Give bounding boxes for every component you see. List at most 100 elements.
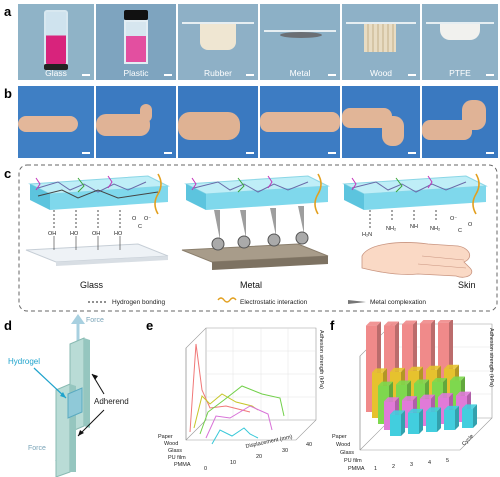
hand [382,116,404,146]
skin-nh: NH [410,224,418,230]
caption-plastic: Plastic [123,68,149,78]
dashed-frame [18,164,498,312]
scale-bar [328,74,336,76]
chart-adhesion-vs-displacement: Paper Wood Glass PU film PMMA 0 10 20 30… [158,327,324,472]
3d-gridlines [206,328,316,420]
wood-sample [364,24,396,52]
caption-wood: Wood [369,68,393,78]
panel-label-a: a [4,4,12,19]
legend-electrostatic-swatch [217,297,237,303]
x-tick-40: 40 [306,442,312,448]
material-label-paper: Paper [332,434,347,440]
skin-carboxyl-o: O [468,222,473,228]
series-pu-film [205,405,273,439]
cycle-tick-5: 5 [446,458,449,464]
arm [260,112,340,132]
photo-wrist-bent-up [422,86,498,158]
wood-film [346,22,416,24]
ptfe-film [426,22,494,24]
bar-pmma-cycle-4 [444,405,459,430]
hydrogel-block-skin [342,175,488,210]
series-pmma [211,427,259,445]
plastic-vial [124,20,148,64]
panel-label-c: c [4,166,12,181]
adherend-label: Adherend [94,397,129,406]
cycle-tick-4: 4 [428,460,431,466]
x-axis-label: Cycle [461,433,475,447]
photo-wrist-bent-down [342,86,420,158]
scale-bar [408,74,416,76]
material-label-pu-film: PU film [344,458,362,464]
photo-plastic: Plastic [96,4,176,80]
y-axis-label: Adhesion strength (kPa) [318,330,324,389]
lap-shear-schematic: Force Force Hydrogel Adherend [8,314,129,477]
bar-pmma-cycle-1 [390,410,405,436]
bar-pmma-cycle-2 [408,408,423,434]
skin-h2n: H₂N [362,232,372,238]
caption-glass: Glass [45,68,67,78]
substrate-label-skin: Skin [458,280,476,290]
bar-group [366,320,477,436]
photo-wrist-straight [260,86,340,158]
glass-oh-1: OH [48,231,56,237]
y-axis-label: Adhesion strength (kPa) [488,328,494,387]
arm [422,120,472,140]
mechanism-legend: Hydrogen bonding Electrostatic interacti… [88,297,426,306]
hydrogel-block-glass [28,175,170,210]
rubber-sample [200,24,236,50]
series-label-pmma: PMMA [174,462,191,468]
skin-nh2-1: NH₂ [386,226,396,232]
legend-electrostatic-interaction: Electrostatic interaction [240,299,308,306]
substrate-label-glass: Glass [80,280,104,290]
glass-vial [44,10,68,66]
legend-metal-complexation-swatch [348,300,366,304]
metal-film [264,30,336,32]
metal-sample [280,32,322,38]
scale-bar [246,74,254,76]
ptfe-sample [440,24,480,40]
hand [96,114,150,136]
material-label-wood: Wood [336,442,350,448]
legend-hydrogen-bonding: Hydrogen bonding [112,299,166,306]
photo-wood: Wood [342,4,420,80]
hydrogen-bonds-skin [369,210,437,228]
hydrogen-bonds-glass [53,210,121,228]
series-label-pu-film: PU film [168,455,186,461]
glass-ho-1: HO [70,231,79,237]
force-label-top: Force [86,317,104,324]
caption-ptfe: PTFE [449,68,471,78]
hand [462,100,486,130]
cycle-tick-3: 3 [410,462,413,468]
cycle-tick-2: 2 [392,464,395,470]
glass-oh-2: OH [92,231,100,237]
adhesion-mechanism-schematic: OH HO OH HO C O O⁻ Glass Metal H₂N NH₂ N… [18,164,498,312]
material-label-glass: Glass [340,450,354,456]
force-label-bottom: Force [28,445,46,452]
scale-bar [82,152,90,154]
plastic-vial-cap [124,10,148,20]
metal-complexation-cones [214,206,304,240]
photo-ptfe: PTFE [422,4,498,80]
scale-bar [408,152,416,154]
photo-glass: Glass [18,4,94,80]
adherend-pointer-lower [77,409,105,437]
3d-axes-frame [185,327,317,441]
bar-pmma-cycle-3 [426,407,441,432]
hydrogel-label: Hydrogel [8,357,40,366]
scale-bar [82,74,90,76]
photo-fist [178,86,258,158]
bar-pmma-cycle-5 [462,404,477,428]
caption-rubber: Rubber [204,68,232,78]
glass-carboxyl-c: C [138,224,142,230]
x-tick-30: 30 [282,448,288,454]
chart-cyclic-adhesion: Adhesion strength (kPa) Cycle PaperWoodG… [332,320,494,472]
rubber-film [182,22,254,24]
photo-finger-straight [18,86,94,158]
panel-label-d: d [4,318,12,333]
panel-label-f: f [330,318,335,333]
series-wood [193,393,259,429]
glass-carboxyl-o: O [132,216,137,222]
substrate-label-metal: Metal [240,280,262,290]
hand [18,116,78,132]
skin-carboxyl-c: C [458,228,462,234]
